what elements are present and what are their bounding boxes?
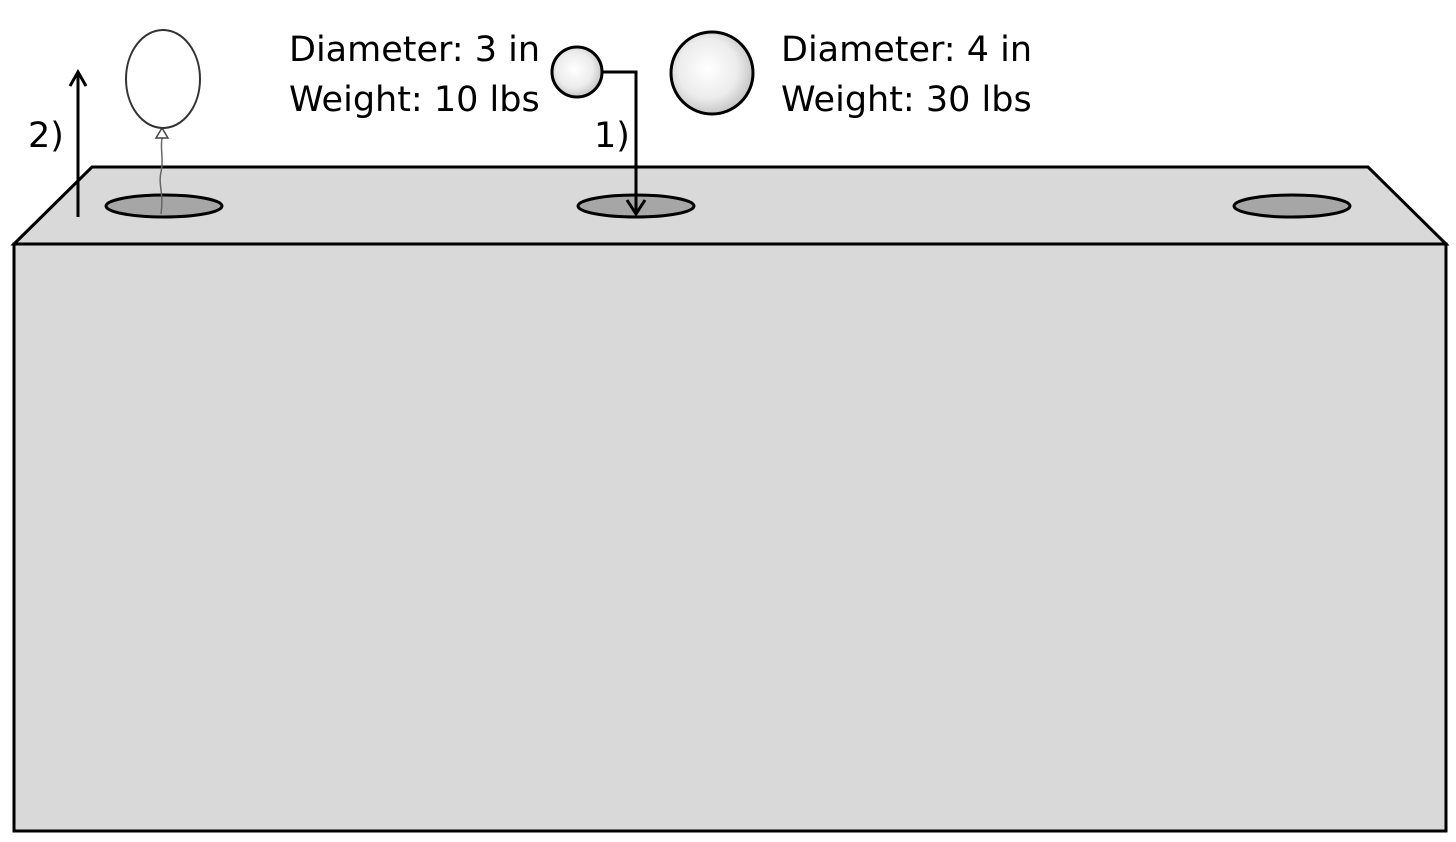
small-ball-diameter-label: Diameter: 3 in (289, 30, 540, 70)
step1-arrow (602, 70, 647, 217)
balloon-string (159, 137, 163, 215)
hole-left (104, 193, 224, 219)
box-top-face (10, 165, 1450, 246)
balloon-knot (154, 126, 170, 139)
large-ball (669, 30, 755, 116)
step2-arrow (68, 68, 88, 217)
large-ball-diameter-label: Diameter: 4 in (781, 30, 1032, 70)
step1-label: 1) (594, 116, 630, 156)
hole-right (1232, 193, 1352, 219)
balloon (125, 29, 201, 215)
box (10, 165, 1450, 833)
small-ball-weight-label: Weight: 10 lbs (289, 80, 540, 120)
balloon-body (125, 29, 201, 129)
step2-label: 2) (28, 116, 64, 156)
small-ball (550, 45, 604, 99)
box-front-face (12, 242, 1448, 833)
large-ball-weight-label: Weight: 30 lbs (781, 80, 1032, 120)
